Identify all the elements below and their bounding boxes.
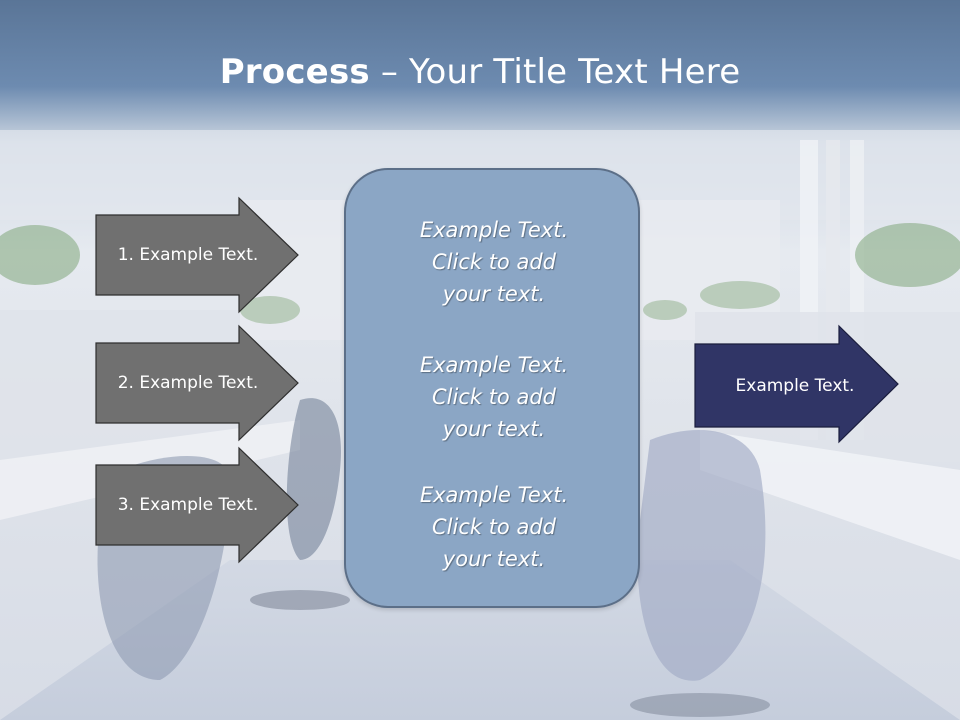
slide-title: Process – Your Title Text Here [0,52,960,92]
left-arrow-1-label: 1. Example Text. [117,245,259,265]
center-paragraph-2: Example Text. Click to add your text. [419,353,569,441]
right-arrow-icon [95,324,299,442]
title-strong: Process [219,52,370,92]
center-paragraph-3: Example Text. Click to add your text. [419,483,569,571]
title-rest: – Your Title Text Here [369,52,741,92]
right-arrow-icon [95,446,299,564]
left-arrow-3-label: 3. Example Text. [117,495,259,515]
right-arrow-label: Example Text. [735,375,855,396]
right-arrow-icon [694,324,899,444]
right-output-arrow[interactable]: Example Text. [694,324,899,444]
left-arrow-3[interactable]: 3. Example Text. [95,446,299,564]
center-text-box[interactable]: Example Text. Click to add your text. Ex… [344,168,640,608]
left-arrow-2-label: 2. Example Text. [117,373,259,393]
left-arrow-1[interactable]: 1. Example Text. [95,196,299,314]
right-arrow-icon [95,196,299,314]
center-paragraph-1: Example Text. Click to add your text. [419,218,569,306]
left-arrow-2[interactable]: 2. Example Text. [95,324,299,442]
